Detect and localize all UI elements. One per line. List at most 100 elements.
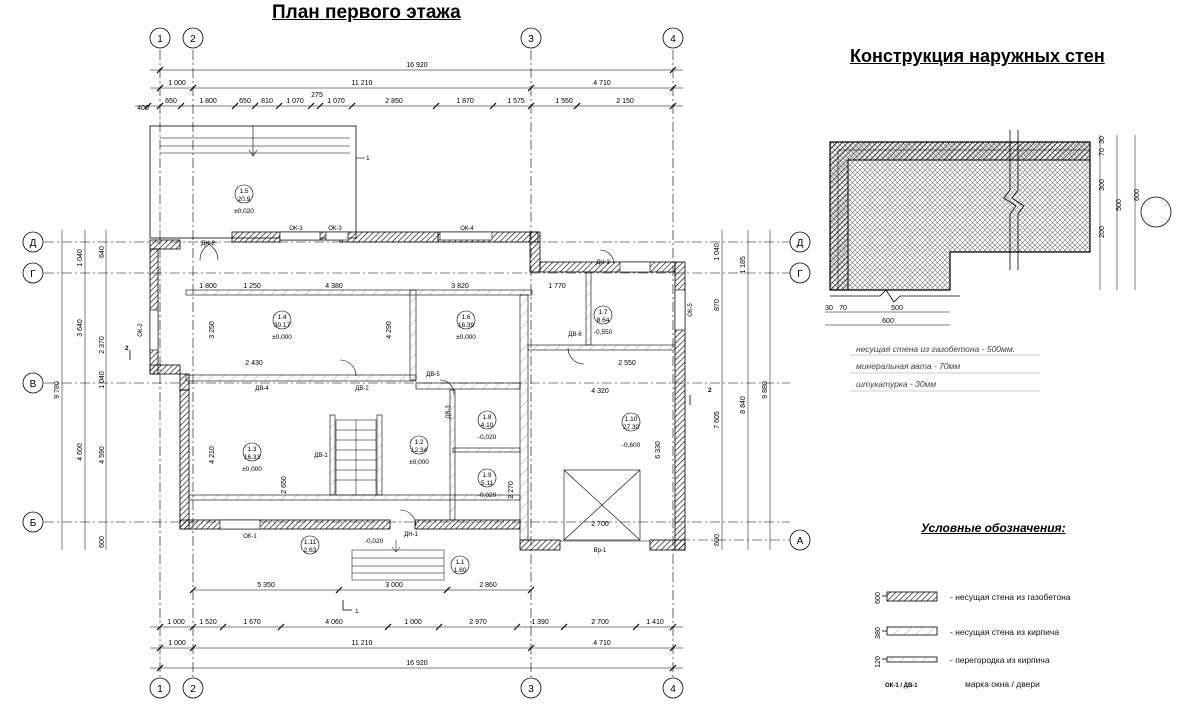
mark-dn-1: ДН-1: [404, 532, 418, 538]
dimension-lines-left: [61, 230, 107, 550]
legend-mark-label: марка окна / двери: [965, 679, 1040, 689]
axis-label-D-left: Д: [30, 238, 37, 249]
plan-title: План первого этажа: [272, 2, 461, 23]
legend-label-2: - несущая стена из кирпича: [950, 627, 1059, 637]
room-1-2-num: 1.2: [414, 439, 423, 446]
room-1-5-num: 1.5: [239, 188, 248, 195]
dimension-lines-right: [721, 230, 771, 550]
wall-notes: [850, 354, 1040, 392]
dim-left-3: 4 600: [77, 443, 84, 461]
axis-label-V-left: В: [30, 379, 37, 390]
wall-construction-title: Конструкция наружных стен: [850, 46, 1105, 66]
room-1-9-num: 1.9: [482, 472, 491, 479]
room-1-3-area: 16.33: [244, 454, 261, 461]
wall-note-3: штукатурка - 30мм: [856, 379, 936, 389]
section-mark-2-right: 2: [708, 387, 712, 394]
room-1-9-level: -0,020: [478, 492, 497, 499]
dim-int-1770: 1 770: [548, 283, 566, 290]
wall-note-1: несущая стена из газобетона - 500мм.: [856, 344, 1015, 354]
room-1-9-area: 5.11: [481, 480, 494, 487]
section-mark-2-left: 2: [125, 345, 129, 352]
axis-label-4-bottom: 4: [670, 684, 676, 695]
axis-markers-top: [149, 27, 684, 49]
dim-bottom-detail-9: 1 410: [646, 619, 664, 626]
dim-int-2650: 2 650: [281, 476, 288, 494]
dim-left-2: 3 640: [77, 319, 84, 337]
mark-ok-3b: ОК-3: [328, 226, 342, 232]
room-1-6-num: 1.6: [461, 314, 470, 321]
dim-detail-top-4: 650: [239, 98, 251, 105]
section-arrows: [129, 350, 691, 611]
axis-label-G-left: Г: [30, 269, 36, 280]
dim-right-1: 9 880: [762, 381, 769, 399]
dim-detail-top-11: 1 575: [507, 98, 525, 105]
room-1-1-num: 1.1: [455, 559, 464, 566]
dim-left-6: 2 370: [99, 336, 106, 354]
dim-int-4320: 4 320: [591, 388, 609, 395]
dim-int-2550: 2 550: [618, 360, 636, 367]
room-1-1-area: 1.80: [454, 567, 467, 574]
room-1-2-area: 12.34: [411, 447, 428, 454]
room-1-7-level: -0,550: [594, 329, 613, 336]
room-1-11-area: 2.63: [304, 547, 317, 554]
room-1-10-area: 27.30: [623, 424, 640, 431]
dim-int-2430: 2 430: [245, 360, 263, 367]
dim-detail-top-5: 810: [261, 98, 273, 105]
wall-detail-dim-r5: 600: [1134, 189, 1141, 201]
dim-bottom-axis-1: 1 000: [168, 640, 186, 647]
axis-label-B-left: Б: [30, 518, 37, 529]
axis-label-G-right: Г: [797, 269, 803, 280]
legend-swatch-aerated: [886, 591, 938, 602]
door-swings: [199, 241, 615, 527]
mark-ok-4: ОК-4: [460, 226, 474, 232]
dim-detail-top-8: 1 070: [327, 98, 345, 105]
dimension-lines-top: [135, 66, 683, 110]
axis-label-2-top: 2: [190, 34, 196, 45]
wall-detail-callout: [1140, 196, 1172, 228]
dim-bottom-detail-2: 1 520: [199, 619, 217, 626]
opening-marks: ОК-1 ОК-2 ОК-3 ОК-3 ОК-4 ОК-5 ДН-1 ДН-2 …: [138, 226, 694, 554]
mark-dv-5: ДВ-5: [426, 372, 440, 378]
dim-left-1: 9 780: [54, 381, 61, 399]
axis-label-3-top: 3: [528, 34, 534, 45]
axis-markers-left: [22, 231, 44, 533]
legend-title: Условные обозначения:: [921, 521, 1066, 535]
wall-detail-dim-b1: 30: [825, 305, 833, 312]
mark-dn-3: ДН-3: [596, 260, 610, 266]
garage-pit: [560, 469, 650, 542]
entry-steps: [351, 540, 445, 581]
mark-dv-2: ДВ-2: [355, 386, 369, 392]
dim-axis-top-3: 4 710: [593, 80, 611, 87]
room-1-2-level: ±0,000: [409, 459, 429, 466]
dim-int-2270: 2 270: [508, 481, 515, 499]
legend-label-1: - несущая стена из газобетона: [950, 592, 1071, 602]
dim-bottom-detail-1: 1 000: [167, 619, 185, 626]
dim-int-1250: 1 250: [243, 283, 261, 290]
dim-bottom-detail-5: 1 000: [404, 619, 422, 626]
room-1-3-level: ±0,000: [242, 466, 262, 473]
axis-label-1-bottom: 1: [157, 684, 163, 695]
dim-left-9: 600: [99, 536, 106, 548]
room-1-10-num: 1.10: [625, 416, 638, 423]
dim-bottom-detail-4: 4 060: [325, 619, 343, 626]
room-1-6-level: ±0,000: [456, 334, 476, 341]
section-mark-1-bottom: 1: [355, 608, 359, 615]
wall-note-2: минеральная вата - 70мм: [856, 361, 960, 371]
room-1-5-level: ±0,020: [234, 208, 254, 215]
dim-right-6: 870: [714, 299, 721, 311]
dim-bottom-detail-6: 2 970: [469, 619, 487, 626]
wall-detail-dim-b4: 600: [882, 318, 894, 325]
dim-overall-top: 16 920: [406, 62, 428, 69]
dim-int-4380: 4 380: [325, 283, 343, 290]
legend-swatch-brick: [886, 626, 938, 636]
dim-int-3250: 3 250: [209, 321, 216, 339]
windows: [149, 231, 686, 530]
wall-detail-dim-b3: 500: [891, 305, 903, 312]
dim-left-4: 1 040: [77, 249, 84, 267]
dim-right-3: 7 605: [714, 411, 721, 429]
dim-detail-top: 400 650 1 800 650 810 1 070 275 1 070 2 …: [137, 92, 634, 112]
dim-bottom-detail-8: 2 700: [591, 619, 609, 626]
dim-left-7: 4 590: [99, 446, 106, 464]
dim-bottom-inner-1: 5 350: [257, 582, 275, 589]
mark-vr-1: Вр-1: [594, 548, 607, 554]
